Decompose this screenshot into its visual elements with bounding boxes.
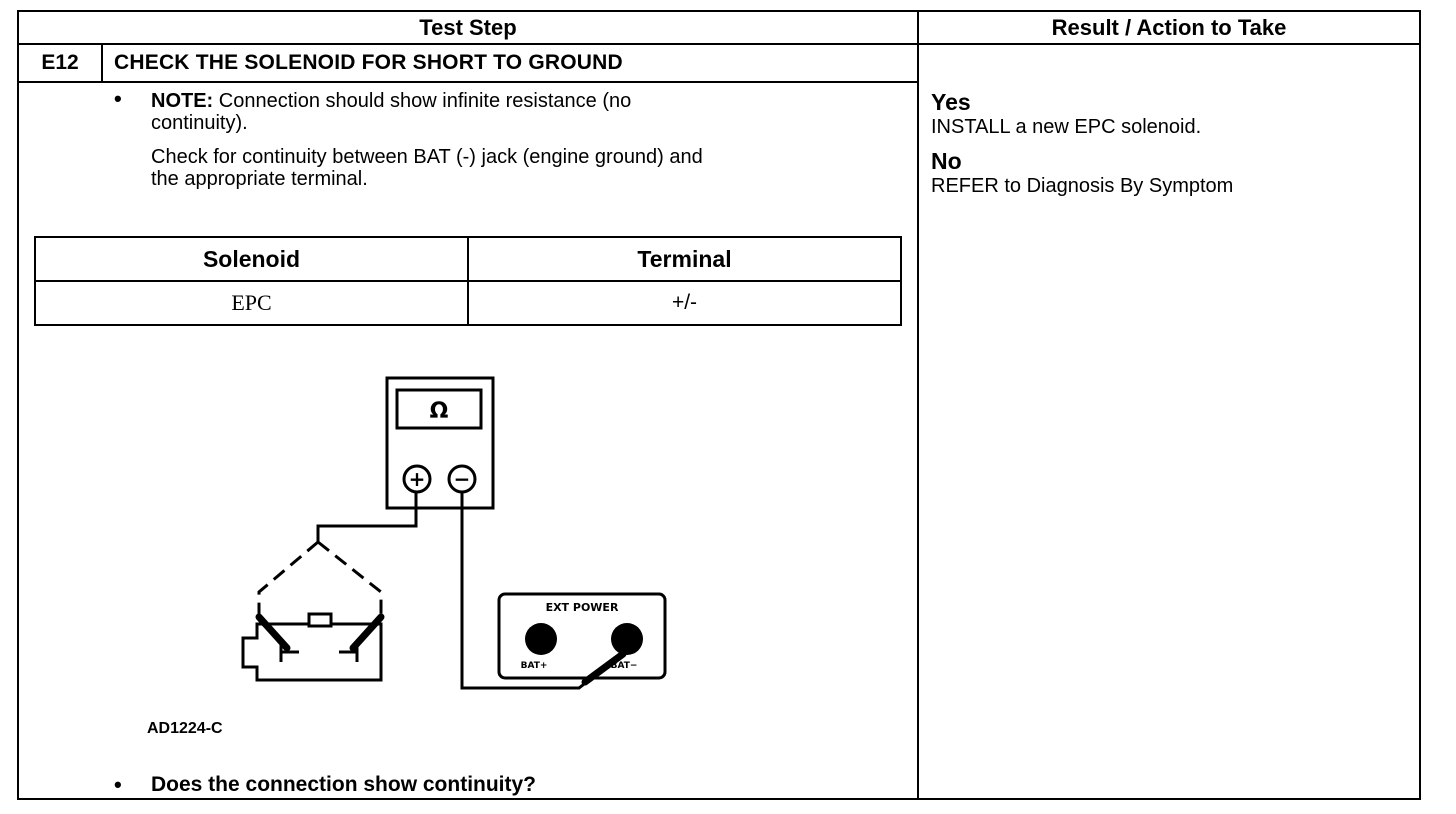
step-title: CHECK THE SOLENOID FOR SHORT TO GROUND [114, 51, 623, 74]
result-action-header: Result / Action to Take [919, 12, 1419, 45]
bat-minus-jack [611, 623, 643, 655]
solenoid-cell: EPC [36, 282, 469, 324]
probe-lead-right [317, 540, 383, 617]
yes-action: INSTALL a new EPC solenoid. [931, 116, 1202, 138]
positive-lead [316, 492, 418, 542]
no-action: REFER to Diagnosis By Symptom [931, 175, 1234, 197]
solenoid-connector [241, 612, 385, 682]
column-divider [917, 12, 919, 798]
note-text: Connection should show infinite resistan… [213, 90, 632, 112]
note-line-1: NOTE: Connection should show infinite re… [151, 90, 631, 112]
figure-code: AD1224-C [147, 720, 223, 737]
negative-lead [460, 492, 626, 690]
test-step-header: Test Step [19, 12, 919, 45]
question-text: Does the connection show continuity? [151, 773, 537, 796]
ext-power-box: EXT POWER BAT+ BAT− [497, 592, 667, 680]
step-id: E12 [19, 45, 103, 81]
note-line-2: continuity). [151, 112, 248, 134]
bullet-question: • [114, 772, 122, 797]
check-line-1: Check for continuity between BAT (-) jac… [151, 146, 703, 168]
ohmmeter: Ω + − [385, 376, 495, 510]
solenoid-column-header: Solenoid [36, 238, 469, 282]
yes-label: Yes [931, 89, 971, 115]
step-title-row: E12 CHECK THE SOLENOID FOR SHORT TO GROU… [19, 45, 919, 83]
plus-icon: + [409, 467, 426, 491]
terminal-column-header: Terminal [469, 238, 900, 282]
ohm-icon: Ω [430, 399, 449, 424]
bat-minus-label: BAT− [611, 661, 638, 671]
note-label: NOTE: [151, 90, 214, 112]
continuity-test-diagram: Ω + − EXT POWER [241, 376, 667, 690]
solenoid-terminal-table: Solenoid Terminal EPC +/- [34, 236, 902, 326]
check-line-2: the appropriate terminal. [151, 168, 368, 190]
no-label: No [931, 148, 962, 174]
bat-plus-jack [525, 623, 557, 655]
ext-power-label: EXT POWER [546, 601, 619, 614]
test-step-table: Test Step Result / Action to Take E12 CH… [17, 10, 1421, 800]
probe-lead-left [257, 540, 319, 617]
terminal-cell: +/- [671, 291, 698, 314]
minus-icon: − [454, 467, 471, 491]
bullet-note: • [114, 86, 122, 111]
bat-plus-label: BAT+ [521, 661, 548, 671]
